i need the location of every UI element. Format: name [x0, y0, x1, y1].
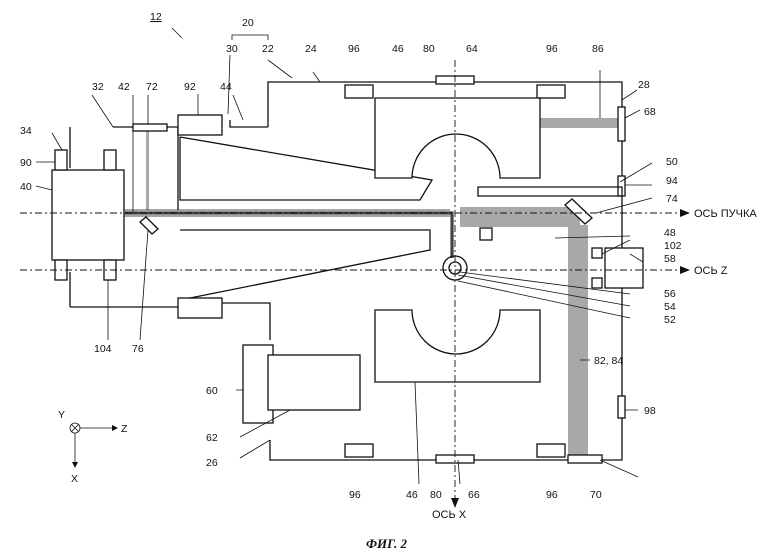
- gray-band-82-84: [568, 225, 588, 457]
- label-28: 28: [638, 79, 650, 91]
- label-80b: 80: [430, 489, 442, 501]
- label-22: 22: [262, 43, 274, 55]
- label-76: 76: [132, 343, 144, 355]
- label-46b: 46: [406, 489, 418, 501]
- label-96b: 96: [546, 43, 558, 55]
- label-32: 32: [92, 81, 104, 93]
- block-70: [568, 455, 602, 463]
- label-96c: 96: [349, 489, 361, 501]
- coord-legend: Y Z X: [58, 409, 128, 485]
- chamber-left-lower: [215, 303, 270, 340]
- coord-y-label: Y: [58, 409, 65, 421]
- z-axis-arrow: [680, 266, 690, 274]
- block-96b: [537, 85, 565, 98]
- block-96d: [537, 444, 565, 457]
- label-42: 42: [118, 81, 130, 93]
- detector-58: [605, 248, 643, 288]
- label-46a: 46: [392, 43, 404, 55]
- electron-gun-40: [52, 170, 124, 260]
- probe-arm-50: [478, 187, 622, 196]
- label-96a: 96: [348, 43, 360, 55]
- label-8284: 82, 84: [594, 355, 623, 367]
- gray-band-horizontal: [460, 207, 580, 227]
- label-40: 40: [20, 181, 32, 193]
- label-70: 70: [590, 489, 602, 501]
- gun-top-block-2: [104, 150, 116, 170]
- pole-piece-46-upper: [375, 98, 540, 178]
- x-arrow-head: [72, 462, 78, 468]
- x-axis-arrow: [451, 498, 459, 508]
- label-54: 54: [664, 301, 676, 313]
- block-62: [268, 355, 360, 410]
- label-80a: 80: [423, 43, 435, 55]
- block-68: [618, 107, 625, 141]
- label-98: 98: [644, 405, 656, 417]
- coord-x-label: X: [71, 473, 78, 485]
- z-arrow-head: [112, 425, 118, 431]
- label-102: 102: [664, 240, 682, 252]
- beam-axis-arrow: [680, 209, 690, 217]
- label-94: 94: [666, 175, 678, 187]
- block-98: [618, 396, 625, 418]
- gun-top-block: [55, 150, 67, 170]
- gray-band-86: [535, 118, 622, 128]
- block-96c: [345, 444, 373, 457]
- label-60: 60: [206, 385, 218, 397]
- label-64: 64: [466, 43, 478, 55]
- label-50: 50: [666, 156, 678, 168]
- beam-axis-label: ОСЬ ПУЧКА: [694, 208, 757, 220]
- label-56: 56: [664, 288, 676, 300]
- bracket-20: [232, 35, 268, 40]
- block-102: [592, 248, 602, 258]
- block-48: [480, 228, 492, 240]
- label-92: 92: [184, 81, 196, 93]
- label-66: 66: [468, 489, 480, 501]
- block-92: [178, 115, 222, 135]
- label-34: 34: [20, 125, 32, 137]
- block-102b: [592, 278, 602, 288]
- pole-piece-46-lower: [375, 310, 540, 382]
- label-68: 68: [644, 106, 656, 118]
- label-26: 26: [206, 457, 218, 469]
- label-58: 58: [664, 253, 676, 265]
- gray-band-72: [146, 128, 149, 210]
- label-96d: 96: [546, 489, 558, 501]
- figure-caption: ФИГ. 2: [366, 536, 408, 551]
- label-72: 72: [146, 81, 158, 93]
- label-48: 48: [664, 227, 676, 239]
- block-72: [133, 124, 167, 131]
- block-92-lower: [178, 298, 222, 318]
- label-90: 90: [20, 157, 32, 169]
- y-cross-mark: [72, 425, 79, 432]
- label-74: 74: [666, 193, 678, 205]
- label-62: 62: [206, 432, 218, 444]
- label-24: 24: [305, 43, 317, 55]
- label-12: 12: [150, 11, 162, 23]
- label-104: 104: [94, 343, 112, 355]
- x-axis-label: ОСЬ X: [432, 509, 467, 521]
- label-44: 44: [220, 81, 232, 93]
- label-20: 20: [242, 17, 254, 29]
- label-52: 52: [664, 314, 676, 326]
- lower-lens-wedge: [180, 230, 430, 300]
- mirror-76: [140, 217, 158, 234]
- z-axis-label: ОСЬ Z: [694, 265, 728, 277]
- label-30: 30: [226, 43, 238, 55]
- coord-z-label: Z: [121, 423, 128, 435]
- block-96a: [345, 85, 373, 98]
- beam-path: [124, 213, 452, 258]
- label-86: 86: [592, 43, 604, 55]
- chamber-left-wall: [230, 120, 268, 127]
